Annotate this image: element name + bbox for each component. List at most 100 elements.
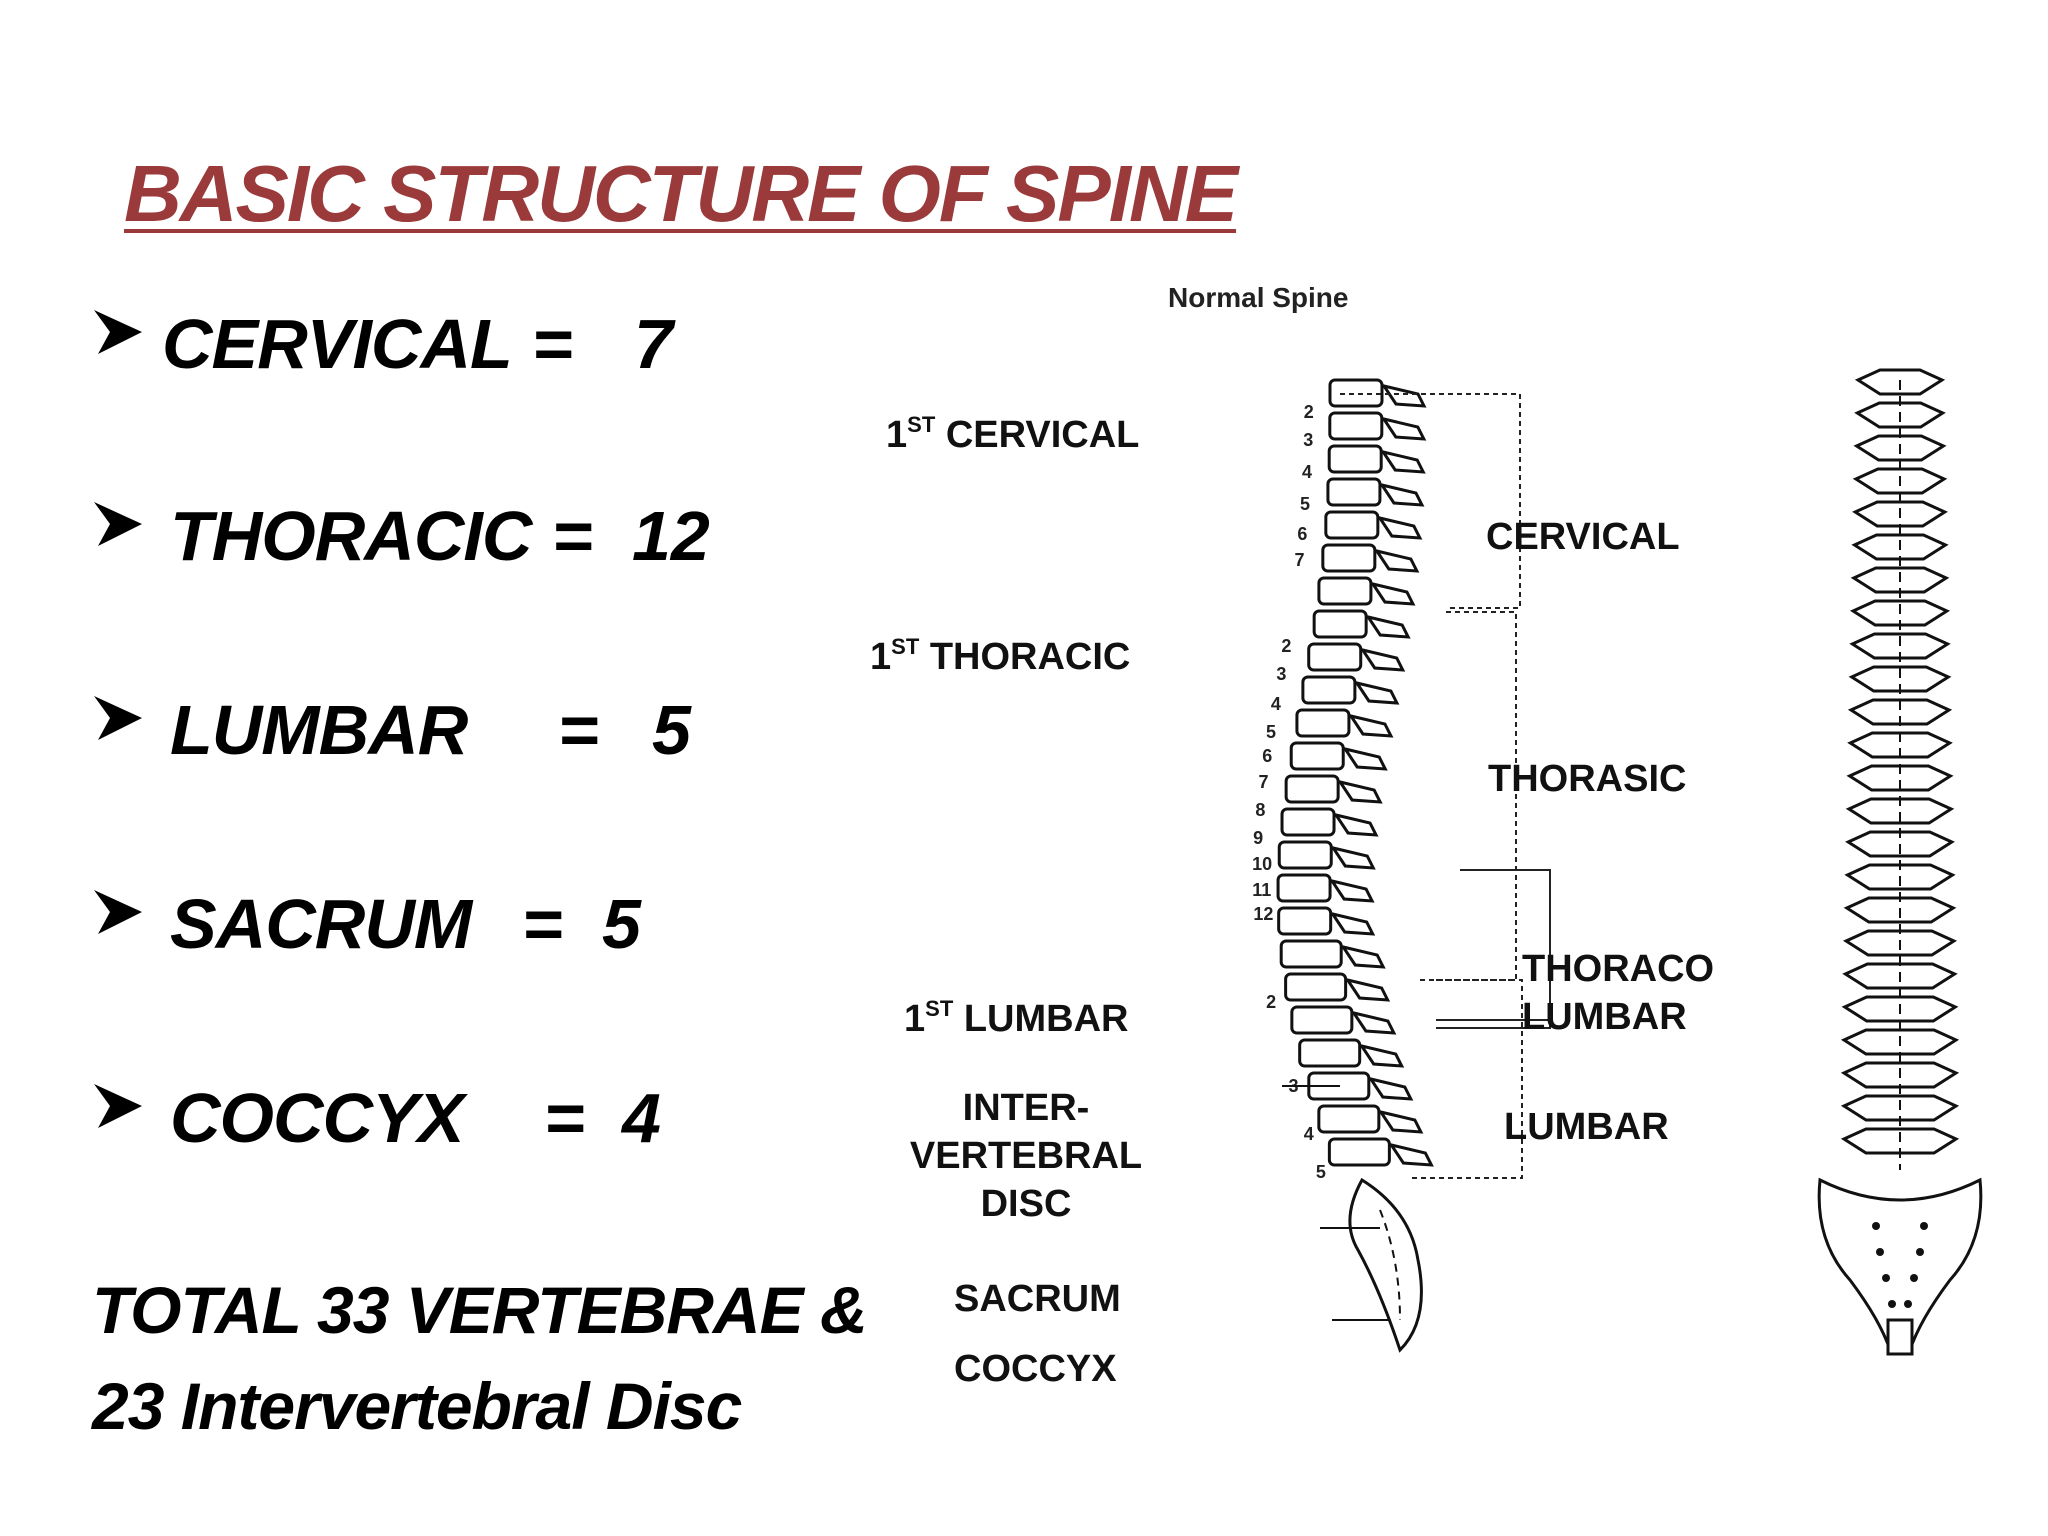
spinous-process (1336, 779, 1383, 804)
vertebra-number: 7 (1259, 772, 1269, 792)
vertebra-body (1289, 741, 1345, 771)
item-value: 4 (622, 1079, 661, 1157)
region-label-lumbar: LUMBAR (1504, 1106, 1669, 1148)
vertebra-number: 5 (1316, 1162, 1326, 1182)
vertebra-body (1324, 510, 1380, 540)
item-name: THORACIC (170, 497, 532, 575)
front-coccyx-shape (1886, 1318, 1914, 1356)
vertebra-body (1280, 807, 1336, 837)
spinous-process (1380, 416, 1427, 441)
vertebra-number: 8 (1255, 800, 1265, 820)
label-sup: ST (891, 634, 920, 659)
diagram-heading: Normal Spine (1168, 282, 1349, 313)
total-line-1: TOTAL 33 VERTEBRAE & (92, 1273, 868, 1347)
vertebra-body (1298, 1038, 1362, 1068)
vertebra-number: 4 (1302, 462, 1312, 482)
spinous-process (1329, 845, 1376, 870)
item-value: 5 (602, 885, 641, 963)
arrowhead-bullet-icon (94, 1084, 142, 1128)
vertebra-body (1284, 774, 1340, 804)
spinous-process (1367, 1076, 1414, 1101)
intervertebral-disc-label: INTER- VERTEBRAL DISC (896, 1084, 1156, 1228)
region-label-thoracolumbar-1: THORACO (1522, 948, 1715, 990)
front-vertebra (1848, 665, 1952, 693)
spinous-process (1328, 878, 1375, 903)
front-vertebra (1846, 764, 1954, 792)
spinous-process (1379, 449, 1426, 474)
spinous-process (1358, 1043, 1405, 1068)
total-line-2: 23 Intervertebral Disc (92, 1369, 742, 1443)
thoracolumbar-bracket (1436, 869, 1551, 1029)
label-text: THORACIC (919, 636, 1131, 678)
spinous-process (1359, 647, 1406, 672)
spinous-process (1377, 1109, 1424, 1134)
spinous-process (1364, 614, 1411, 639)
first-thoracic-label: 1ST THORACIC (870, 634, 1131, 679)
total-summary: TOTAL 33 VERTEBRAE & 23 Intervertebral D… (92, 1262, 868, 1454)
spinous-process (1347, 713, 1394, 738)
item-value: 5 (652, 691, 691, 769)
vertebra-body (1327, 1137, 1391, 1167)
vertebra-number: 4 (1271, 694, 1281, 714)
disc-line-1: INTER- (962, 1087, 1090, 1129)
spinous-process (1380, 383, 1427, 408)
front-vertebra (1847, 731, 1953, 759)
label-sup: ST (925, 996, 954, 1021)
item-equals: = (522, 885, 563, 963)
vertebra-number: 2 (1304, 402, 1314, 422)
vertebra-body (1328, 378, 1384, 408)
region-label-cervical: CERVICAL (1486, 516, 1680, 558)
label-number: 1 (886, 414, 908, 456)
item-name: COCCYX (170, 1079, 464, 1157)
vertebra-body (1290, 1005, 1354, 1035)
vertebra-number: 4 (1304, 1124, 1314, 1144)
spinous-process (1388, 1142, 1434, 1167)
spinous-process (1350, 1010, 1397, 1035)
spine-front-view-illustration (1817, 368, 1983, 1356)
vertebra-number: 5 (1300, 494, 1310, 514)
vertebra-number: 3 (1276, 664, 1286, 684)
label-sup: ST (907, 412, 936, 437)
front-vertebra (1845, 797, 1955, 825)
vertebra-body (1295, 708, 1351, 738)
vertebra-body (1326, 477, 1382, 507)
item-equals: = (552, 497, 593, 575)
label-number: 1 (870, 636, 892, 678)
vertebra-number: 2 (1266, 992, 1276, 1012)
item-equals: = (544, 1079, 585, 1157)
region-brackets (1340, 393, 1523, 1179)
item-name: LUMBAR (170, 691, 468, 769)
label-number: 1 (904, 998, 926, 1040)
spinous-process (1332, 812, 1379, 837)
vertebra-number: 11 (1252, 880, 1271, 900)
vertebra-number: 6 (1297, 524, 1307, 544)
arrowhead-bullet-icon (94, 310, 142, 354)
vertebra-body (1312, 609, 1368, 639)
item-name: SACRUM (170, 885, 472, 963)
label-text: LUMBAR (953, 998, 1129, 1040)
vertebra-body (1277, 840, 1333, 870)
sacrum-label: SACRUM (954, 1278, 1121, 1320)
spinous-process (1339, 944, 1386, 969)
vertebra-number: 9 (1253, 828, 1263, 848)
arrowhead-bullet-icon (94, 890, 142, 934)
vertebra-body (1317, 576, 1373, 606)
item-name: CERVICAL (162, 305, 513, 383)
vertebra-body (1301, 675, 1357, 705)
vertebra-number: 6 (1262, 746, 1272, 766)
vertebra-body (1307, 642, 1363, 672)
front-sacrum-shape (1817, 1177, 1983, 1352)
vertebra-body (1328, 411, 1384, 441)
vertebra-number: 12 (1253, 904, 1273, 924)
vertebra-number: 7 (1294, 550, 1304, 570)
spinous-process (1329, 911, 1376, 936)
item-value: 7 (634, 305, 673, 383)
spine-front-view-vertebrae (1840, 368, 1960, 1155)
label-text: CERVICAL (935, 414, 1140, 456)
region-label-thoracic: THORASIC (1488, 758, 1687, 800)
spinous-process (1378, 482, 1425, 507)
item-equals: = (532, 305, 573, 383)
spinous-process (1344, 977, 1391, 1002)
vertebra-body (1276, 873, 1332, 903)
